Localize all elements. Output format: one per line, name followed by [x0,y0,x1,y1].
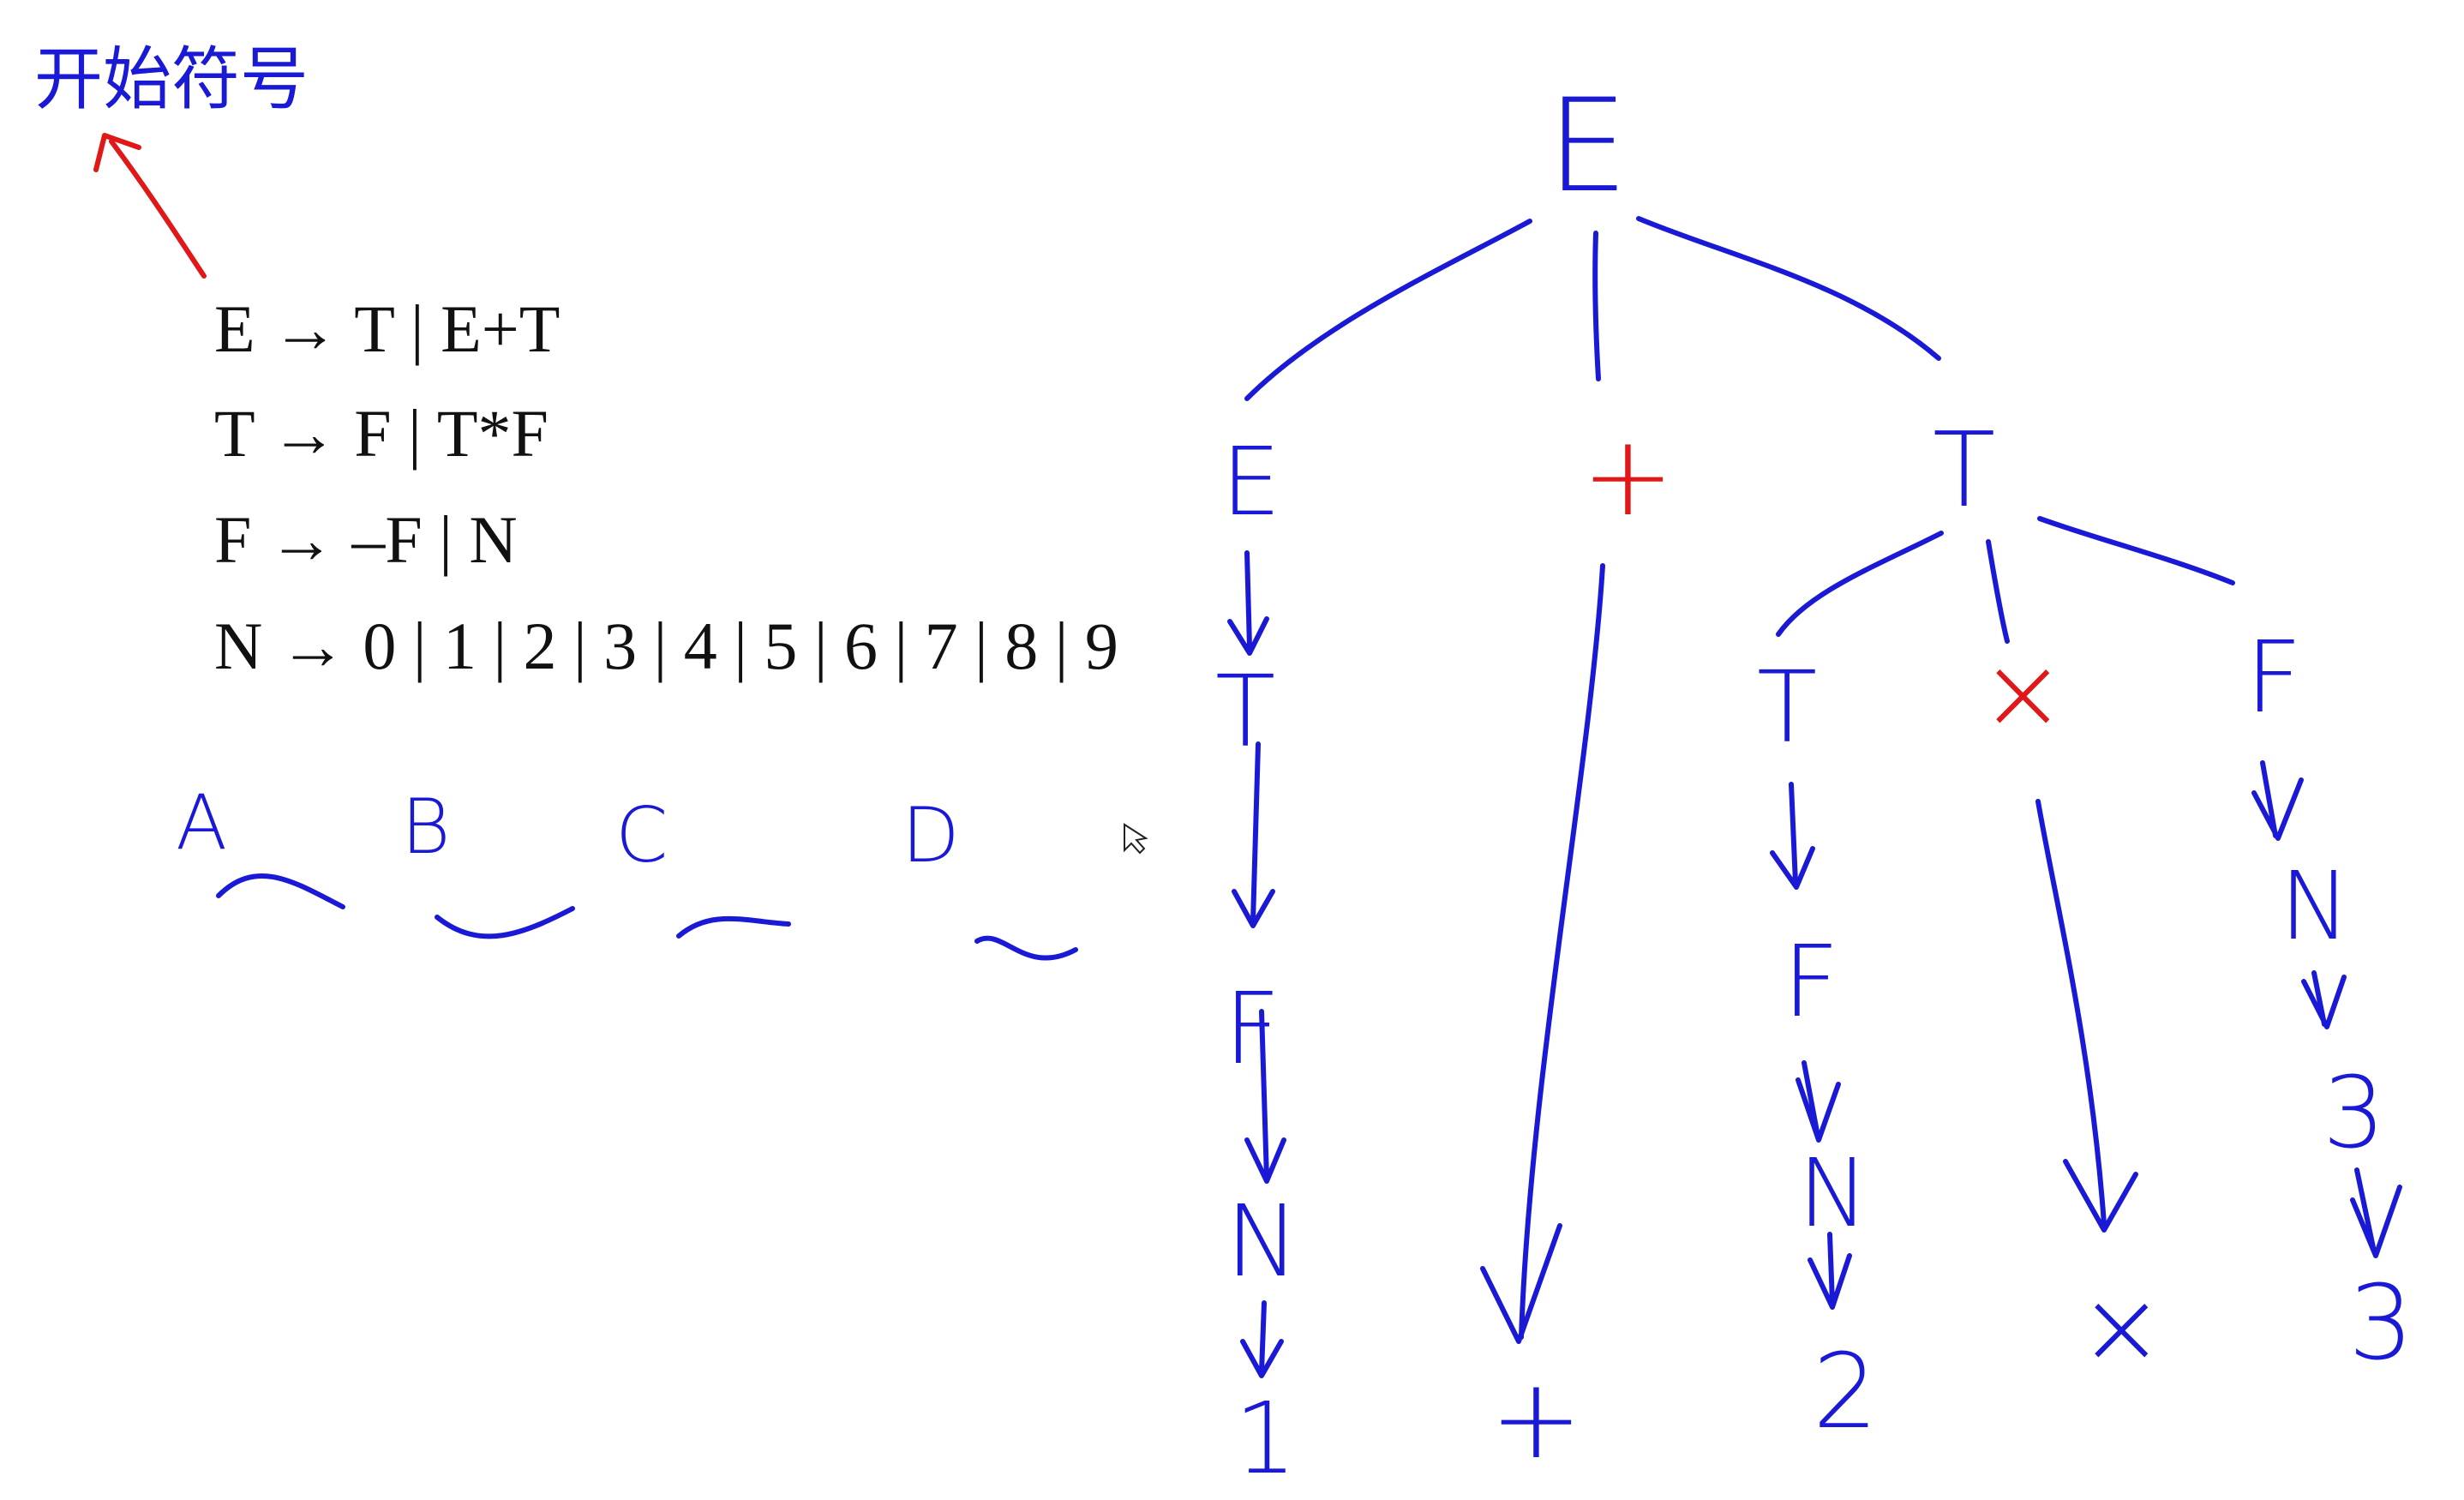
tree-node-N: N [1226,1185,1299,1299]
parse-tree: E E + T T F N 1 + T [1215,72,2413,1497]
tree-node-T: T [1933,411,1995,531]
tilde-mark [974,935,1078,961]
tree-node-N: N [2280,851,2350,961]
down-arrow [1240,1300,1284,1378]
tree-edge [1776,531,1944,637]
tree-node-F: F [1783,925,1839,1040]
down-arrow [1227,550,1269,656]
tree-node-E: E [1221,427,1281,537]
placeholder-sequence: A B C D [176,778,960,879]
start-symbol-arrowhead [93,133,141,172]
tree-leaf-3: 3 [2348,1264,2413,1383]
tree-node-F: F [2245,621,2302,735]
tree-leaf-plus: + [1490,1353,1583,1484]
tree-node-times: × [1980,634,2066,753]
start-symbol-arrow [109,139,207,279]
tree-edge [1636,216,1941,361]
tree-leaf-1: 1 [1234,1382,1297,1497]
tilde-marks [216,873,1078,961]
tree-node-3: 3 [2323,1056,2385,1171]
down-arrow [1232,741,1275,928]
tree-edge [1592,231,1601,381]
down-arrow [1808,1232,1852,1310]
down-arrow [2251,760,2304,841]
grammar-rule: N → 0 | 1 | 2 | 3 | 4 | 5 | 6 | 7 | 8 | … [214,609,1118,683]
down-arrow [1770,782,1815,890]
placeholder-letter: A [176,778,227,867]
grammar-rule: F → –F | N [214,502,518,577]
down-arrow [1796,1060,1841,1143]
long-down-arrow [1480,563,1605,1344]
tree-node-plus: + [1581,411,1675,541]
down-arrow [2301,970,2347,1029]
tree-edge [2037,516,2235,585]
tree-node-T: T [1215,655,1275,770]
start-symbol-note: 开始符号 [34,39,309,119]
placeholder-letter: C [615,791,668,879]
tilde-mark [435,906,575,939]
down-arrow [1244,1009,1286,1184]
pointer-cursor-icon [1124,823,1148,855]
tree-edge [1986,539,2010,644]
placeholder-letter: B [401,783,451,871]
down-arrow [2350,1167,2402,1258]
tree-edge [1244,219,1532,401]
tree-leaf-times: × [2078,1269,2165,1388]
placeholder-letter: D [902,791,960,879]
tilde-mark [676,915,791,939]
grammar-rules: E → T | E+T T → F | T*F F → –F | N N → 0… [214,291,1118,683]
tilde-mark [216,873,345,909]
tree-node-T: T [1757,651,1817,765]
tree-node-F: F [1224,972,1280,1087]
tree-node-N: N [1798,1138,1868,1248]
tree-node-root: E [1547,72,1628,221]
grammar-rule: E → T | E+T [214,291,560,366]
tree-leaf-2: 2 [1813,1333,1878,1452]
long-down-arrow [2035,799,2138,1233]
grammar-rule: T → F | T*F [214,396,549,471]
